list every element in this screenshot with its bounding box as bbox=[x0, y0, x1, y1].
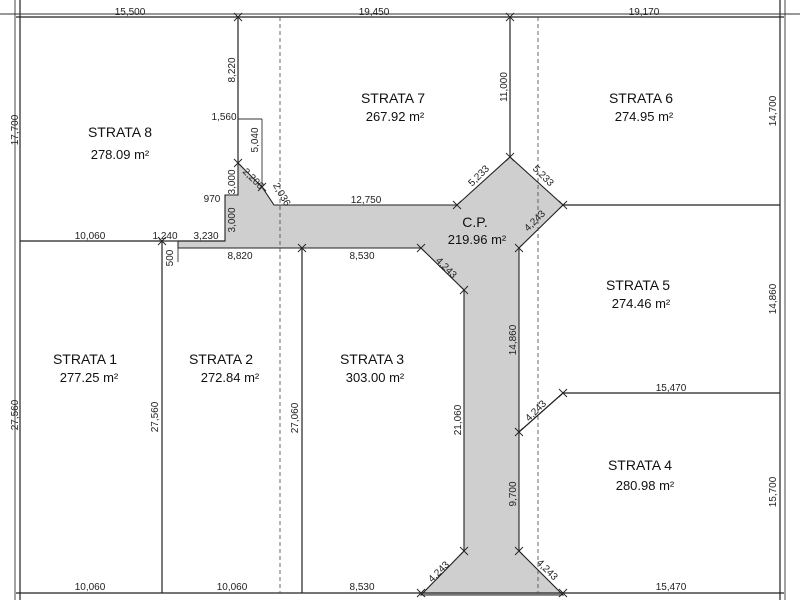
strata5-name: STRATA 5 bbox=[606, 277, 670, 293]
dim-bot-10060-b: 10,060 bbox=[217, 582, 248, 593]
dim-21060: 21,060 bbox=[453, 404, 464, 435]
dim-4243-s4: 4,243 bbox=[523, 398, 549, 424]
dim-right-mid: 14,860 bbox=[768, 283, 779, 314]
strata8-name: STRATA 8 bbox=[88, 124, 152, 140]
strata2-area: 272.84 m² bbox=[201, 370, 260, 385]
strata8-area: 278.09 m² bbox=[91, 147, 150, 162]
strata1-name: STRATA 1 bbox=[53, 351, 117, 367]
strata6-area: 274.95 m² bbox=[615, 109, 674, 124]
strata4-area: 280.98 m² bbox=[616, 478, 675, 493]
dim-970: 970 bbox=[204, 194, 221, 205]
dim-top-right: 19,170 bbox=[629, 7, 660, 18]
dim-top-mid: 19,450 bbox=[359, 7, 390, 18]
dim-27060-s3: 27,060 bbox=[290, 402, 301, 433]
dim-mid-8820: 8,820 bbox=[227, 251, 252, 262]
dim-5040: 5,040 bbox=[250, 127, 261, 152]
strata6-name: STRATA 6 bbox=[609, 90, 673, 106]
dim-mid-3230: 3,230 bbox=[193, 231, 218, 242]
dim-bot-15470: 15,470 bbox=[656, 582, 687, 593]
dim-top-left: 15,500 bbox=[115, 7, 146, 18]
strata7-name: STRATA 7 bbox=[361, 90, 425, 106]
dim-right-top: 14,700 bbox=[768, 95, 779, 126]
strata7-area: 267.92 m² bbox=[366, 109, 425, 124]
vertex-ticks bbox=[157, 12, 568, 598]
strata3-name: STRATA 3 bbox=[340, 351, 404, 367]
dim-1560: 1,560 bbox=[211, 112, 236, 123]
strata5-area: 274.46 m² bbox=[612, 296, 671, 311]
dim-right-bottom: 15,700 bbox=[768, 476, 779, 507]
dim-11000: 11,000 bbox=[499, 72, 510, 102]
strata4-name: STRATA 4 bbox=[608, 457, 672, 473]
dim-mid-8530: 8,530 bbox=[349, 251, 374, 262]
strata2-name: STRATA 2 bbox=[189, 351, 253, 367]
dim-500: 500 bbox=[165, 249, 176, 266]
lot-line-5-4-diag bbox=[518, 392, 564, 433]
dim-mid-10060: 10,060 bbox=[75, 231, 106, 242]
dim-bot-10060-a: 10,060 bbox=[75, 582, 106, 593]
dim-mid-1240: 1,240 bbox=[152, 231, 177, 242]
dim-12750: 12,750 bbox=[351, 195, 382, 206]
dim-9700: 9,700 bbox=[508, 481, 519, 506]
dim-bot-8530: 8,530 bbox=[349, 582, 374, 593]
cp-name: C.P. bbox=[462, 214, 487, 230]
dim-15470-mid: 15,470 bbox=[656, 383, 687, 394]
dim-8220: 8,220 bbox=[227, 57, 238, 82]
dim-3000-lower: 3,000 bbox=[227, 207, 238, 232]
dim-left-upper: 17,700 bbox=[10, 114, 21, 145]
dim-3000-upper: 3,000 bbox=[227, 169, 238, 194]
dim-14860-cp: 14,860 bbox=[508, 324, 519, 355]
strata1-area: 277.25 m² bbox=[60, 370, 119, 385]
cp-area: 219.96 m² bbox=[448, 232, 507, 247]
dim-left-lower: 27,560 bbox=[10, 399, 21, 430]
dim-27560-s2: 27,560 bbox=[150, 401, 161, 432]
strata3-area: 303.00 m² bbox=[346, 370, 405, 385]
